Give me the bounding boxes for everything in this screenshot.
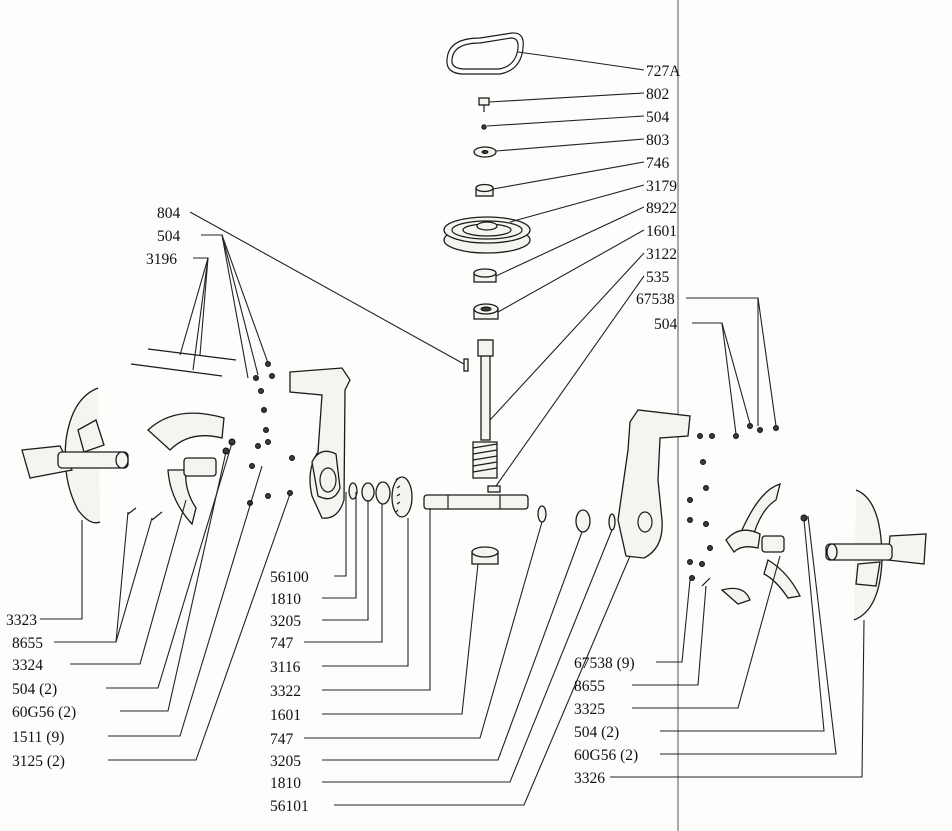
label-8922: 8922 bbox=[646, 200, 677, 217]
label-56100: 56100 bbox=[270, 569, 309, 586]
seal-1810-right bbox=[608, 513, 616, 531]
label-8655-left: 8655 bbox=[12, 635, 43, 652]
leader-lines bbox=[40, 51, 865, 806]
label-1511-9: 1511 (9) bbox=[12, 729, 64, 746]
label-3205-a: 3205 bbox=[270, 613, 301, 630]
axle-3322 bbox=[423, 494, 529, 510]
label-746: 746 bbox=[646, 155, 670, 172]
label-727A: 727A bbox=[646, 63, 681, 80]
bearing-747-left bbox=[375, 481, 391, 505]
washer-3205-right bbox=[575, 509, 591, 533]
label-3122: 3122 bbox=[646, 246, 677, 263]
outer-tine-3323 bbox=[21, 387, 129, 524]
label-504-top: 504 bbox=[646, 109, 670, 126]
gear-case-half-56100 bbox=[289, 367, 351, 519]
label-504-2-left: 504 (2) bbox=[12, 681, 57, 698]
label-504-left-top: 504 bbox=[157, 228, 181, 245]
washer-803 bbox=[473, 146, 497, 158]
bolts-3196 bbox=[130, 348, 237, 377]
left-side-plate-holes bbox=[247, 361, 295, 506]
bolts-8655-left bbox=[127, 507, 163, 521]
label-3325: 3325 bbox=[574, 701, 605, 718]
label-535: 535 bbox=[646, 269, 670, 286]
label-747-a: 747 bbox=[270, 635, 294, 652]
label-3179: 3179 bbox=[646, 178, 677, 195]
part-labels-top-right: 727A 802 504 803 746 3179 8922 1601 3122… bbox=[646, 63, 681, 286]
label-803: 803 bbox=[646, 132, 670, 149]
label-504-2-right: 504 (2) bbox=[574, 724, 619, 741]
part-labels-left-top: 804 504 3196 bbox=[146, 205, 181, 268]
label-1601-top: 1601 bbox=[646, 223, 677, 240]
label-3322: 3322 bbox=[270, 683, 301, 700]
worm-gear-3116 bbox=[391, 476, 413, 518]
label-3324: 3324 bbox=[12, 657, 43, 674]
spacer-746 bbox=[475, 183, 494, 197]
belt-727A bbox=[446, 32, 524, 75]
bearing-1601 bbox=[473, 303, 499, 320]
label-67538-9: 67538 (9) bbox=[574, 655, 635, 672]
part-labels-left-bottom: 3323 8655 3324 504 (2) 60G56 (2) 1511 (9… bbox=[6, 612, 76, 770]
bolts-8655-right bbox=[701, 577, 711, 587]
bearing-8922 bbox=[473, 268, 497, 283]
outer-tine-3326 bbox=[825, 489, 927, 621]
washer-3205-left bbox=[361, 482, 375, 502]
worm-shaft-3122 bbox=[472, 339, 498, 479]
key-535 bbox=[487, 485, 501, 493]
label-3125-2: 3125 (2) bbox=[12, 753, 65, 770]
bearing-747-right bbox=[537, 505, 547, 523]
pin-804 bbox=[463, 358, 469, 372]
seal-1810-left bbox=[348, 482, 358, 500]
gear-case-half-56101 bbox=[617, 409, 691, 559]
label-504-right-mid: 504 bbox=[654, 316, 678, 333]
label-1601-bottom: 1601 bbox=[270, 707, 301, 724]
part-labels-right-mid: 67538 504 bbox=[636, 291, 678, 333]
label-3205-b: 3205 bbox=[270, 753, 301, 770]
bearing-1601-lower bbox=[471, 546, 499, 565]
label-60G56-2-left: 60G56 (2) bbox=[12, 704, 76, 721]
washer-504 bbox=[481, 124, 487, 130]
label-3196: 3196 bbox=[146, 251, 177, 268]
label-1810-b: 1810 bbox=[270, 775, 301, 792]
part-labels-right-bottom: 67538 (9) 8655 3325 504 (2) 60G56 (2) 33… bbox=[574, 655, 638, 787]
label-804: 804 bbox=[157, 205, 181, 222]
label-802: 802 bbox=[646, 86, 669, 103]
inner-tine-3325 bbox=[720, 483, 808, 605]
label-747-b: 747 bbox=[270, 731, 294, 748]
inner-tine-3324 bbox=[147, 412, 236, 526]
bolt-802 bbox=[478, 97, 490, 112]
part-labels-center-bottom: 56100 1810 3205 747 3116 3322 1601 747 3… bbox=[270, 569, 309, 815]
label-8655-right: 8655 bbox=[574, 678, 605, 695]
pulley-3179 bbox=[443, 216, 531, 254]
label-67538: 67538 bbox=[636, 291, 675, 308]
label-3116: 3116 bbox=[270, 659, 301, 676]
label-3323: 3323 bbox=[6, 612, 37, 629]
label-1810-a: 1810 bbox=[270, 591, 301, 608]
label-56101: 56101 bbox=[270, 798, 309, 815]
label-3326: 3326 bbox=[574, 770, 605, 787]
label-60G56-2-right: 60G56 (2) bbox=[574, 747, 638, 764]
